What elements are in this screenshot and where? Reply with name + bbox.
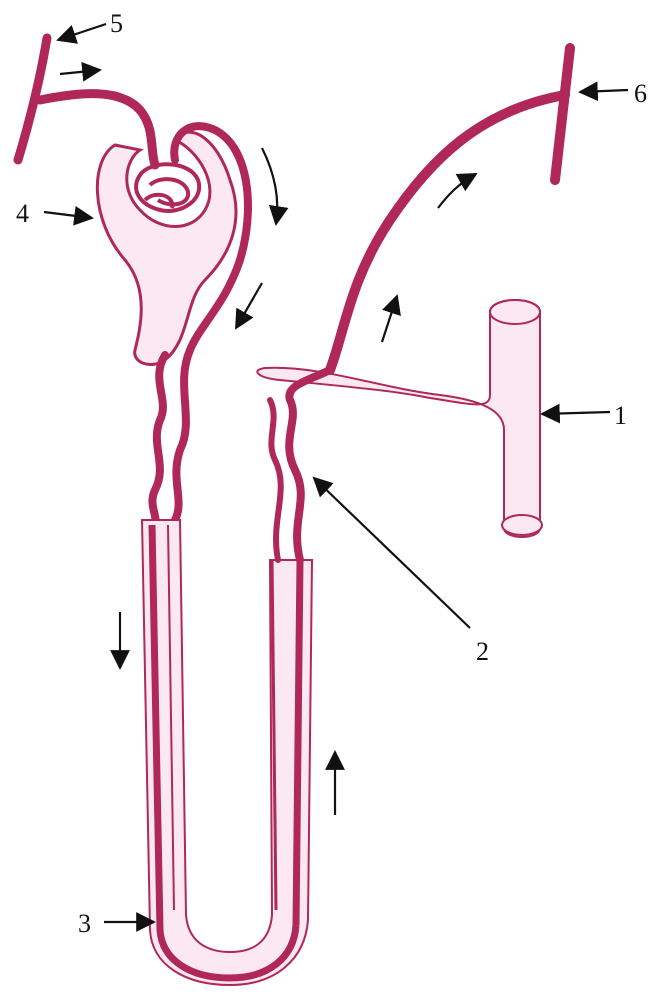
- pointer-1: [542, 412, 610, 414]
- bowmans-capsule: [97, 132, 236, 364]
- flow-arrow-capsule-2: [236, 283, 262, 328]
- afferent-arteriole: [18, 38, 155, 165]
- glomerulus: [136, 164, 199, 211]
- label-3: 3: [78, 909, 91, 938]
- pointer-2: [314, 478, 470, 628]
- flow-arrow-vein: [438, 174, 476, 208]
- pointer-5: [58, 24, 106, 40]
- distal-tubule-capillaries: [270, 370, 330, 560]
- label-6: 6: [634, 79, 647, 108]
- pointer-6: [580, 90, 628, 92]
- label-5: 5: [110, 9, 123, 38]
- pointer-4: [44, 212, 92, 218]
- loop-of-henle: [142, 520, 312, 985]
- flow-arrow-capsule-1: [262, 148, 277, 224]
- flow-arrow-afferent: [60, 70, 100, 74]
- label-1: 1: [614, 401, 627, 430]
- label-2: 2: [476, 637, 489, 666]
- flow-arrow-distal: [382, 296, 397, 342]
- label-4: 4: [16, 199, 29, 228]
